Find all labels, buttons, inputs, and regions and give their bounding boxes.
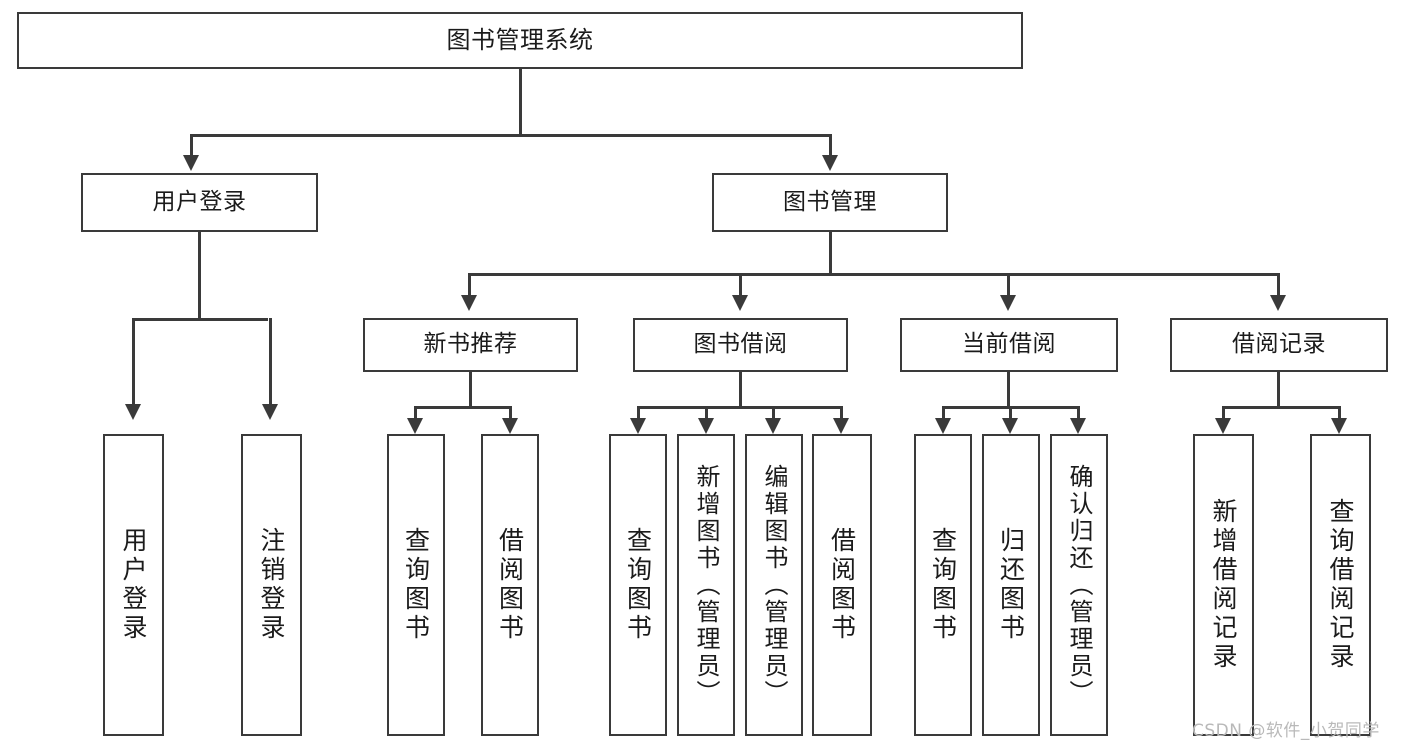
arrowhead-nb-leaf2: [502, 418, 518, 434]
connector-root-to-book-management: [829, 134, 832, 158]
connector-bb-leaf2: [705, 406, 708, 420]
connector-bm-to-book-borrow: [739, 273, 742, 298]
leaf-return-book[interactable]: 归还图书: [982, 434, 1040, 736]
node-book-management-system[interactable]: 图书管理系统: [17, 12, 1023, 69]
arrowhead-br-leaf1: [1215, 418, 1231, 434]
leaf-query-book-current[interactable]: 查询图书: [914, 434, 972, 736]
connector-book-management-bus: [468, 273, 1280, 276]
connector-root-to-user-login: [190, 134, 193, 158]
node-label: 借阅图书: [495, 527, 525, 643]
node-book-management[interactable]: 图书管理: [712, 173, 948, 232]
arrowhead-book-management: [822, 155, 838, 171]
connector-cb-leaf3: [1077, 406, 1080, 420]
connector-current-borrow-stem: [1007, 372, 1010, 406]
node-book-borrow[interactable]: 图书借阅: [633, 318, 848, 372]
arrowhead-new-book: [461, 295, 477, 311]
connector-br-leaf2: [1338, 406, 1341, 420]
arrowhead-user-login: [183, 155, 199, 171]
connector-root-stem: [519, 69, 522, 134]
leaf-add-borrow-record[interactable]: 新增借阅记录: [1193, 434, 1254, 736]
leaf-query-book-new[interactable]: 查询图书: [387, 434, 445, 736]
node-borrow-record[interactable]: 借阅记录: [1170, 318, 1388, 372]
connector-user-login-stem: [198, 232, 201, 318]
node-label: 编辑图书（管理员）: [760, 463, 788, 707]
node-label: 用户登录: [152, 188, 247, 215]
node-label: 确认归还（管理员）: [1065, 463, 1093, 707]
connector-new-book-bus: [414, 406, 512, 409]
connector-br-leaf1: [1222, 406, 1225, 420]
leaf-logout[interactable]: 注销登录: [241, 434, 302, 736]
arrowhead-br-leaf2: [1331, 418, 1347, 434]
node-label: 查询图书: [928, 527, 958, 643]
node-label: 借阅图书: [827, 527, 857, 643]
node-label: 归还图书: [996, 527, 1026, 643]
leaf-confirm-return-admin[interactable]: 确认归还（管理员）: [1050, 434, 1108, 736]
arrowhead-borrow-record: [1270, 295, 1286, 311]
connector-bm-to-new-book: [468, 273, 471, 298]
node-label: 查询借阅记录: [1326, 498, 1355, 672]
node-label: 用户登录: [119, 527, 148, 643]
connector-borrow-record-stem: [1277, 372, 1280, 406]
node-label: 图书管理系统: [446, 26, 594, 55]
connector-user-login-leaf1: [132, 318, 135, 406]
node-label: 借阅记录: [1232, 331, 1326, 358]
connector-book-management-stem: [829, 232, 832, 273]
connector-new-book-leaf1: [414, 406, 417, 420]
arrowhead-bb-leaf3: [765, 418, 781, 434]
connector-bm-to-current-borrow: [1007, 273, 1010, 298]
leaf-query-borrow-record[interactable]: 查询借阅记录: [1310, 434, 1371, 736]
connector-bb-leaf4: [840, 406, 843, 420]
connector-new-book-leaf2: [509, 406, 512, 420]
leaf-borrow-book-new[interactable]: 借阅图书: [481, 434, 539, 736]
arrowhead-book-borrow: [732, 295, 748, 311]
arrowhead-bb-leaf1: [630, 418, 646, 434]
node-label: 查询图书: [401, 527, 431, 643]
arrowhead-nb-leaf1: [407, 418, 423, 434]
connector-cb-leaf1: [942, 406, 945, 420]
arrowhead-cb-leaf2: [1002, 418, 1018, 434]
connector-cb-leaf2: [1009, 406, 1012, 420]
node-label: 图书管理: [783, 188, 877, 215]
connector-bb-leaf3: [772, 406, 775, 420]
node-label: 图书借阅: [693, 331, 788, 358]
connector-root-bus: [190, 134, 832, 137]
connector-new-book-stem: [469, 372, 472, 406]
node-label: 新增图书（管理员）: [692, 463, 720, 707]
arrowhead-bb-leaf2: [698, 418, 714, 434]
arrowhead-leaf-user-login: [125, 404, 141, 420]
connector-borrow-record-bus: [1222, 406, 1340, 409]
node-label: 新书推荐: [423, 331, 518, 358]
leaf-edit-book-admin[interactable]: 编辑图书（管理员）: [745, 434, 803, 736]
arrowhead-leaf-logout: [262, 404, 278, 420]
connector-book-borrow-bus: [637, 406, 843, 409]
node-label: 注销登录: [257, 527, 286, 643]
arrowhead-cb-leaf1: [935, 418, 951, 434]
node-label: 新增借阅记录: [1209, 498, 1238, 672]
connector-bb-leaf1: [637, 406, 640, 420]
connector-user-login-bus: [132, 318, 268, 321]
arrowhead-current-borrow: [1000, 295, 1016, 311]
node-current-borrow[interactable]: 当前借阅: [900, 318, 1118, 372]
node-label: 当前借阅: [962, 331, 1056, 358]
leaf-borrow-book-borrow[interactable]: 借阅图书: [812, 434, 872, 736]
connector-user-login-leaf2: [269, 318, 272, 406]
leaf-user-login[interactable]: 用户登录: [103, 434, 164, 736]
arrowhead-bb-leaf4: [833, 418, 849, 434]
connector-book-borrow-stem: [739, 372, 742, 406]
node-label: 查询图书: [623, 527, 653, 643]
arrowhead-cb-leaf3: [1070, 418, 1086, 434]
connector-bm-to-borrow-record: [1277, 273, 1280, 298]
node-new-book-recommendation[interactable]: 新书推荐: [363, 318, 578, 372]
leaf-query-book-borrow[interactable]: 查询图书: [609, 434, 667, 736]
node-user-login[interactable]: 用户登录: [81, 173, 318, 232]
leaf-add-book-admin[interactable]: 新增图书（管理员）: [677, 434, 735, 736]
